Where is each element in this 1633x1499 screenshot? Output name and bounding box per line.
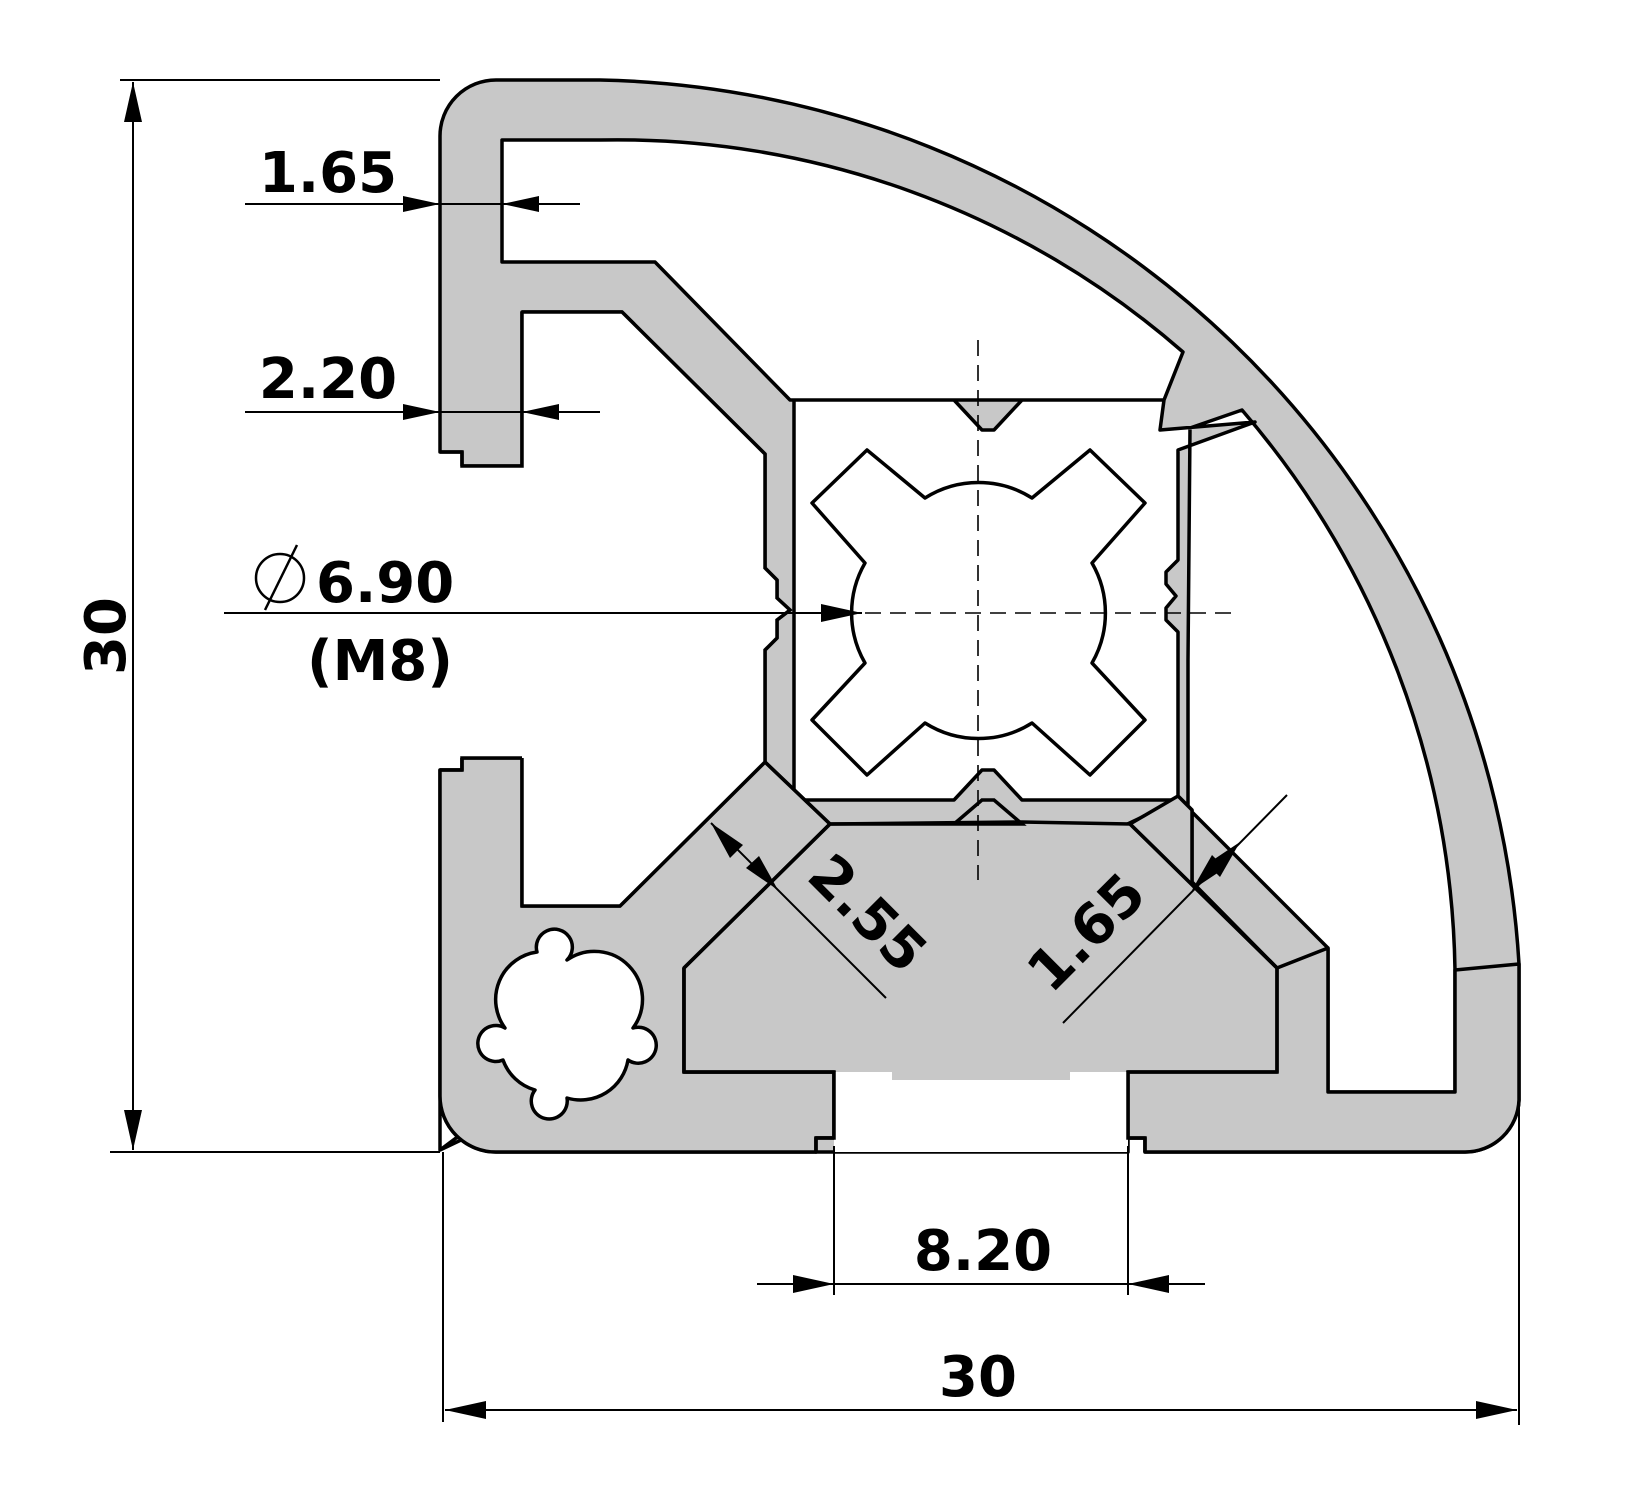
diagonal-web-dimension-line: [710, 822, 887, 999]
lip-dimension-label: 2.20: [259, 347, 397, 412]
left-upper-slot: [440, 312, 790, 906]
diagonal-wall-dimension-line: [1062, 794, 1288, 1024]
bottom-slot: [834, 1072, 1128, 1152]
corner-bore: [476, 927, 658, 1121]
top-wall-dimension-label: 1.65: [259, 141, 397, 206]
bore-diameter-label: 6.90: [316, 551, 454, 616]
bore-thread-label: (M8): [307, 629, 453, 694]
diameter-icon: [254, 552, 306, 604]
slot-dimension-label: 8.20: [914, 1219, 1052, 1284]
width-dimension-label: 30: [939, 1345, 1017, 1410]
height-dimension-label: 30: [74, 597, 139, 675]
